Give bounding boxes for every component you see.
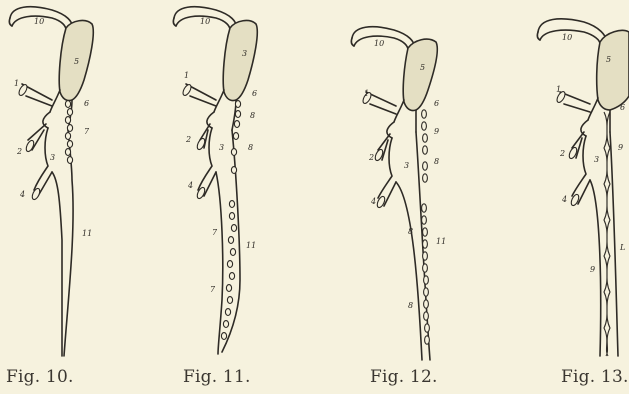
fig13-label-5: 5 — [606, 55, 611, 64]
figure-12-drawing: 10 5 1 6 9 2 3 8 4 8 11 8 — [351, 27, 446, 360]
fig10-label-5: 5 — [74, 57, 79, 66]
fig12-label-8a: 8 — [434, 157, 439, 166]
fig13-label-10: 10 — [562, 33, 572, 42]
figure-11-drawing: 10 3 1 6 8 8 2 3 4 7 11 7 — [173, 7, 257, 354]
fig13-label-1: 1 — [556, 85, 561, 94]
fig10-label-6: 6 — [84, 99, 89, 108]
fig11-label-1: 1 — [184, 71, 189, 80]
fig11-label-3-top: 3 — [242, 49, 247, 58]
figure-13-drawing: 10 5 1 6 9 2 3 4 L 9 — [537, 19, 629, 356]
fig12-label-6: 6 — [434, 99, 439, 108]
caption-fig-11: Fig. 11. — [183, 367, 251, 387]
fig13-label-2: 2 — [559, 149, 565, 158]
fig11-label-8a: 8 — [250, 111, 255, 120]
fig10-label-11: 11 — [82, 229, 92, 238]
fig12-label-11: 11 — [436, 237, 446, 246]
fig12-label-2: 2 — [368, 153, 374, 162]
fig10-label-10: 10 — [34, 17, 44, 26]
fig12-label-4: 4 — [370, 197, 376, 206]
caption-fig-12: Fig. 12. — [370, 367, 438, 387]
fig13-label-6: 6 — [620, 103, 625, 112]
fig13-label-9a: 9 — [618, 143, 623, 152]
fig12-label-10: 10 — [374, 39, 384, 48]
fig10-label-2: 2 — [16, 147, 22, 156]
fig12-label-1: 1 — [364, 89, 369, 98]
caption-fig-10: Fig. 10. — [6, 367, 74, 387]
fig11-label-10: 10 — [200, 17, 210, 26]
fig11-label-7b: 7 — [210, 285, 216, 294]
fig11-label-7a: 7 — [212, 228, 218, 237]
fig11-label-4: 4 — [187, 181, 193, 190]
fig11-label-2: 2 — [185, 135, 191, 144]
fig10-label-7: 7 — [84, 127, 90, 136]
fig12-label-5: 5 — [420, 63, 425, 72]
fig12-label-8b: 8 — [408, 227, 413, 236]
fig10-label-4: 4 — [19, 190, 25, 199]
fig13-label-L: L — [619, 243, 625, 252]
fig11-label-6: 6 — [252, 89, 257, 98]
fig13-label-3: 3 — [594, 155, 599, 164]
caption-fig-13: Fig. 13. — [561, 367, 629, 387]
fig11-label-8b: 8 — [248, 143, 253, 152]
fig11-label-3: 3 — [219, 143, 224, 152]
fig13-label-4: 4 — [561, 195, 567, 204]
fig13-label-9b: 9 — [590, 265, 595, 274]
fig10-label-3: 3 — [50, 153, 55, 162]
figure-10-drawing: 10 5 1 6 7 2 3 4 11 — [9, 7, 93, 356]
fig12-label-8c: 8 — [408, 301, 413, 310]
fig12-label-9: 9 — [434, 127, 439, 136]
fig12-label-3: 3 — [404, 161, 409, 170]
fig11-label-11: 11 — [246, 241, 256, 250]
fig10-label-1: 1 — [14, 79, 19, 88]
